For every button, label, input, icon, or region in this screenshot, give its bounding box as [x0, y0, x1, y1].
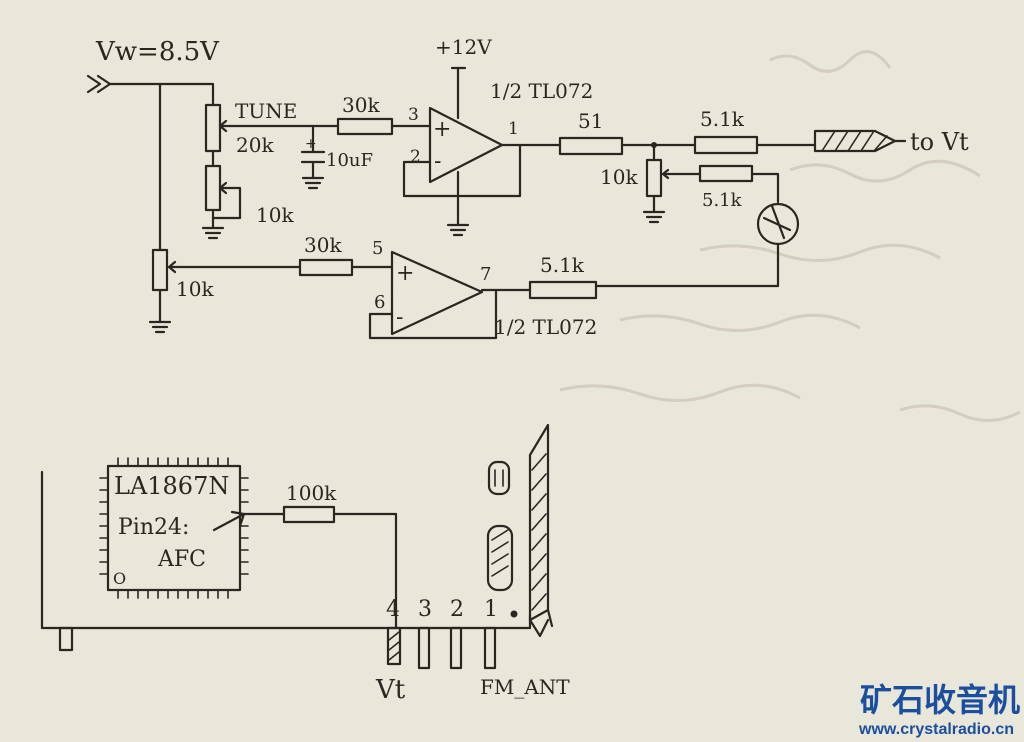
label-vt: Vt — [375, 675, 406, 705]
r5k1-out-value: 5.1k — [700, 107, 745, 131]
chip-orientation-dot: O — [113, 569, 126, 588]
tune-label: TUNE — [235, 99, 297, 123]
tuner-module: LA1867N Pin24: AFC O 100k 4 3 2 1 Vt FM_… — [40, 423, 570, 705]
cap-plus: + — [305, 136, 317, 152]
pin-1: 1 — [508, 119, 519, 139]
pin-6: 6 — [374, 292, 385, 313]
opamp-bottom-type: 1/2 TL072 — [494, 315, 597, 339]
tune-pot-value: 20k — [236, 133, 274, 157]
input-arrow-icon — [86, 74, 112, 94]
module-pin-2: 2 — [450, 597, 464, 622]
pot-10k-left-value: 10k — [176, 277, 214, 301]
r100k-value: 100k — [286, 481, 337, 505]
ground-icon — [446, 170, 470, 237]
chip-pin-label: Pin24: — [118, 515, 189, 540]
resistor-5k1-out — [693, 135, 759, 155]
pot-10k-mid — [645, 158, 663, 198]
resistor-100k — [282, 505, 336, 524]
pin-5: 5 — [372, 238, 383, 259]
output-connector — [813, 129, 897, 153]
pin-4-leg — [386, 626, 402, 666]
pot-10k-mid-value: 10k — [600, 165, 638, 189]
pin-2-leg — [449, 626, 463, 670]
module-pin-3: 3 — [418, 597, 432, 622]
r30k-top-value: 30k — [342, 93, 380, 117]
module-slot-mid — [486, 524, 514, 592]
r30k-bottom-value: 30k — [304, 233, 342, 257]
supply-12v-label: +12V — [435, 35, 492, 59]
trim-pot-value: 10k — [256, 203, 294, 227]
supply-vw-label: Vw=8.5V — [95, 37, 220, 67]
resistor-5k1-bottom — [528, 280, 598, 300]
resistor-51 — [558, 136, 624, 156]
module-slot-top — [487, 460, 511, 496]
pin1-dot — [510, 610, 518, 618]
ground-icon — [301, 176, 325, 190]
pin-2: 2 — [410, 147, 421, 167]
ground-icon — [201, 216, 225, 240]
top-schematic: Vw=8.5V TUNE 20k 10k + 10uF 30k + - — [86, 35, 969, 340]
opamp-bottom-plus: + — [396, 261, 414, 286]
pin-3: 3 — [408, 105, 419, 125]
opamp-bottom-minus: - — [396, 305, 403, 330]
pin-1-leg — [483, 626, 497, 670]
module-leg — [58, 626, 74, 652]
cap-value: 10uF — [326, 150, 373, 171]
bleed-through-scribbles — [559, 50, 1021, 423]
output-label: to Vt — [910, 128, 969, 156]
opamp-bottom — [390, 250, 484, 336]
opamp-top — [428, 106, 504, 184]
module-pin-4: 4 — [386, 597, 400, 622]
site-watermark: 矿石收音机 www.crystalradio.cn — [858, 681, 1020, 738]
pin-3-leg — [417, 626, 431, 670]
pot-10k-left — [151, 248, 169, 292]
r5k1-bottom-value: 5.1k — [540, 253, 585, 277]
chip-func-label: AFC — [157, 547, 206, 572]
resistor-5k1-meter — [698, 164, 754, 183]
resistor-30k-top — [336, 117, 394, 136]
ground-icon — [148, 288, 172, 334]
site-name-cn: 矿石收音机 — [860, 681, 1020, 719]
r5k1-meter-value: 5.1k — [702, 190, 743, 211]
opamp-top-type: 1/2 TL072 — [490, 79, 593, 103]
site-url: www.crystalradio.cn — [858, 721, 1014, 738]
chip-la1867n — [106, 464, 242, 592]
resistor-30k-bottom — [298, 258, 354, 277]
module-pin-1: 1 — [484, 597, 498, 622]
label-fm-ant: FM_ANT — [480, 675, 570, 699]
pin-7: 7 — [480, 264, 491, 285]
ground-icon — [642, 194, 666, 224]
tune-pot — [204, 103, 222, 153]
opamp-top-minus: - — [434, 149, 441, 174]
trim-pot — [204, 164, 222, 212]
chip-name: LA1867N — [114, 472, 229, 500]
r51-value: 51 — [578, 109, 603, 133]
opamp-top-plus: + — [433, 117, 451, 142]
